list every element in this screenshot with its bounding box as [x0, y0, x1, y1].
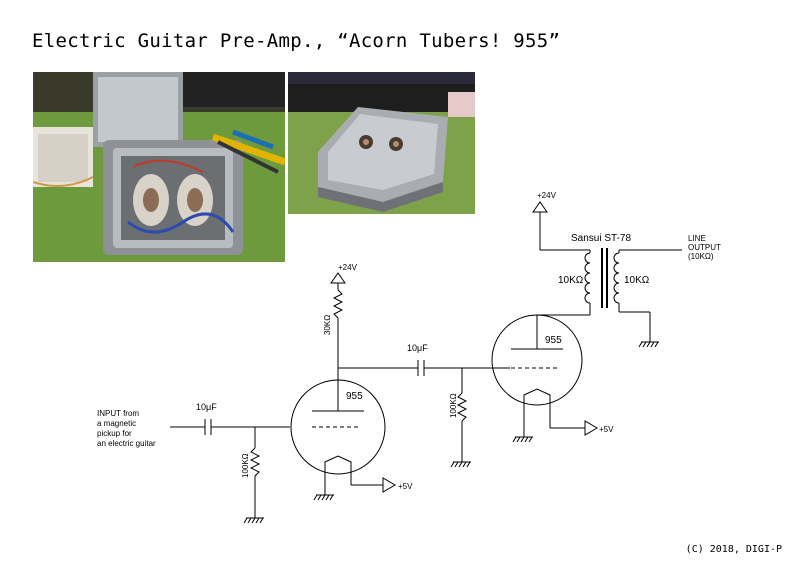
tube1-label: 955: [346, 391, 363, 402]
tube2-label: 955: [545, 335, 562, 346]
closed-enclosure-photo: [288, 72, 475, 214]
transformer-label: Sansui ST-78: [571, 233, 631, 244]
supply-label-2: +24V: [537, 191, 557, 200]
output-label-line1: LINE: [688, 234, 706, 243]
output-label-line2: OUTPUT: [688, 243, 721, 252]
input-label-line2: a magnetic: [97, 419, 136, 428]
secondary-impedance-label: 10KΩ: [624, 275, 650, 286]
output-label-line3: (10KΩ): [688, 252, 714, 261]
coupling-cap-label: 10μF: [407, 343, 428, 353]
input-cap-label: 10μF: [196, 402, 217, 412]
copyright: (C) 2018, DIGI-P: [685, 544, 782, 555]
grid-resistor-2-label: 100KΩ: [449, 393, 458, 418]
input-label-line3: pickup for: [97, 429, 132, 438]
supply-label-1: +24V: [338, 263, 358, 272]
open-enclosure-photo: [33, 72, 285, 262]
heater-label-1: +5V: [398, 482, 413, 491]
page-title: Electric Guitar Pre-Amp., “Acorn Tubers!…: [32, 30, 561, 52]
plate-resistor-label: 30KΩ: [323, 315, 332, 335]
grid-resistor-1-label: 100KΩ: [241, 453, 250, 478]
heater-label-2: +5V: [599, 425, 614, 434]
input-label-line4: an electric guitar: [97, 439, 156, 448]
input-label-line1: INPUT from: [97, 409, 139, 418]
primary-impedance-label: 10KΩ: [558, 275, 584, 286]
